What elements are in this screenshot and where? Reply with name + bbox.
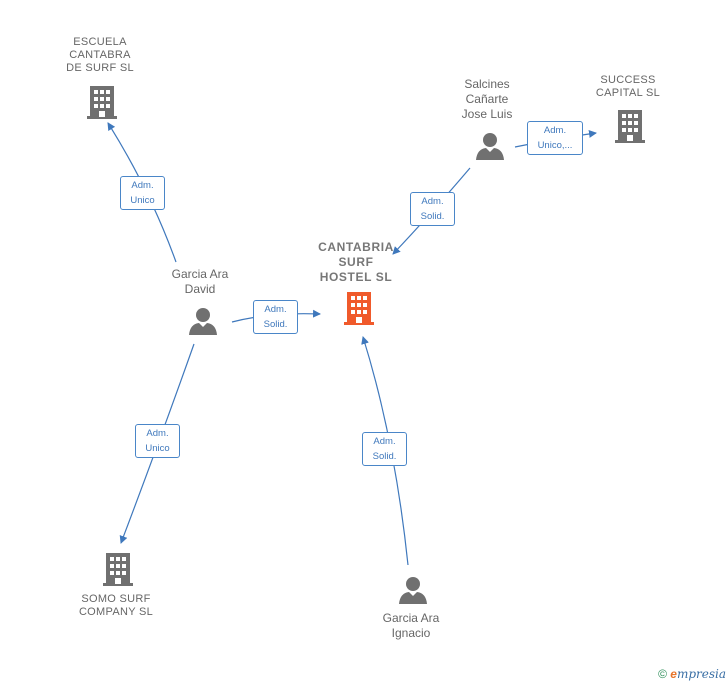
building-icon[interactable] — [102, 551, 134, 587]
edge-label-ignacio-center: Adm. Solid. — [362, 432, 407, 466]
edge-label-david-somo: Adm. Unico — [135, 424, 180, 458]
node-label-center: CANTABRIA SURF HOSTEL SL — [318, 240, 394, 284]
building-icon[interactable] — [343, 290, 375, 326]
edge-label-salcines-success: Adm. Unico,... — [527, 121, 583, 155]
building-icon[interactable] — [614, 108, 646, 144]
node-label-success: SUCCESS CAPITAL SL — [595, 74, 661, 99]
node-label-david: Garcia Ara David — [171, 267, 229, 296]
node-label-somo: SOMO SURF COMPANY SL — [78, 593, 154, 618]
node-label-salcines: Salcines Cañarte Jose Luis — [461, 77, 513, 121]
building-icon[interactable] — [86, 84, 118, 120]
node-label-ignacio: Garcia Ara Ignacio — [382, 611, 440, 640]
edge-label-david-escuela: Adm. Unico — [120, 176, 165, 210]
edge-label-salcines-center: Adm. Solid. — [410, 192, 455, 226]
copyright-icon: © — [658, 667, 667, 681]
person-icon[interactable] — [398, 575, 428, 605]
node-label-escuela: ESCUELA CANTABRA DE SURF SL — [66, 36, 134, 74]
brand-logo: © empresia — [658, 667, 726, 681]
edge-label-david-center: Adm. Solid. — [253, 300, 298, 334]
person-icon[interactable] — [188, 306, 218, 336]
person-icon[interactable] — [475, 131, 505, 161]
